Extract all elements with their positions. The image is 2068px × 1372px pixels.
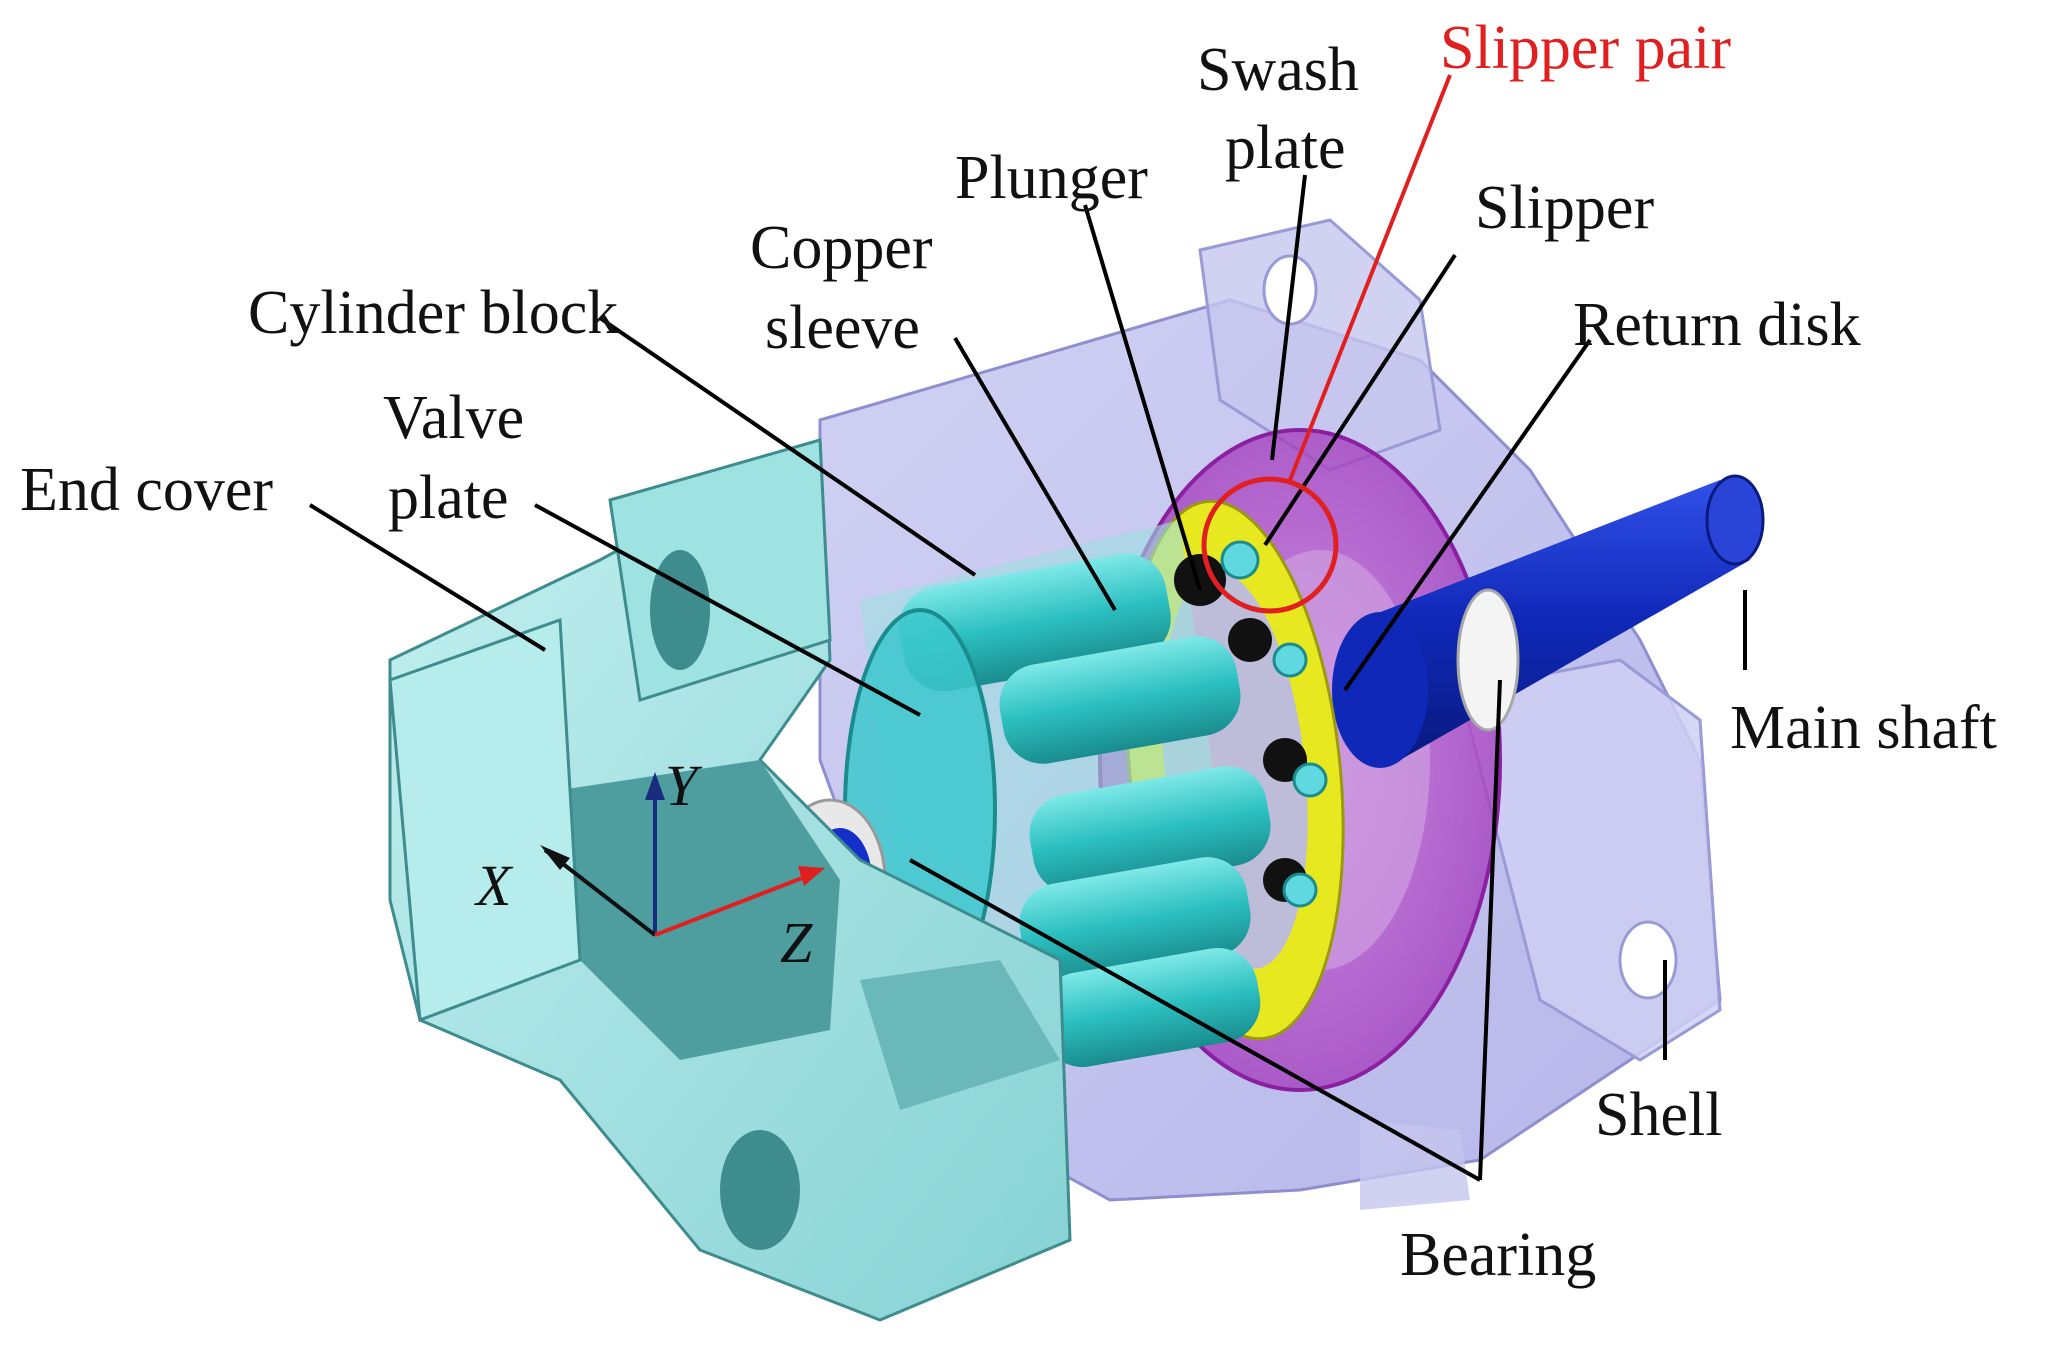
label-bearing: Bearing xyxy=(1400,1221,1596,1289)
label-shell: Shell xyxy=(1595,1081,1722,1149)
label-valve-plate-line2: plate xyxy=(388,464,509,532)
label-copper-sleeve-line1: Copper xyxy=(750,214,933,282)
label-main-shaft: Main shaft xyxy=(1730,694,1997,762)
end-cover-part xyxy=(388,437,1072,1322)
label-cylinder-block: Cylinder block xyxy=(248,279,618,347)
label-copper-sleeve-line2: sleeve xyxy=(765,294,920,362)
label-end-cover: End cover xyxy=(20,456,273,524)
label-swash-plate-line2: plate xyxy=(1225,114,1346,182)
label-swash-plate-line1: Swash xyxy=(1197,36,1359,104)
slipper-pair-highlight xyxy=(1201,74,1452,614)
axis-label-z: Z xyxy=(780,910,813,975)
label-slipper: Slipper xyxy=(1475,174,1654,242)
axis-label-x: X xyxy=(474,853,514,918)
label-plunger: Plunger xyxy=(955,144,1148,212)
label-slipper-pair: Slipper pair xyxy=(1440,14,1731,82)
label-valve-plate-line1: Valve xyxy=(383,384,524,452)
label-return-disk: Return disk xyxy=(1573,291,1861,359)
coordinate-axes xyxy=(540,772,825,937)
axis-label-y: Y xyxy=(665,753,703,818)
main-shaft-part xyxy=(1332,474,1765,768)
leader-lines xyxy=(308,174,1747,1182)
